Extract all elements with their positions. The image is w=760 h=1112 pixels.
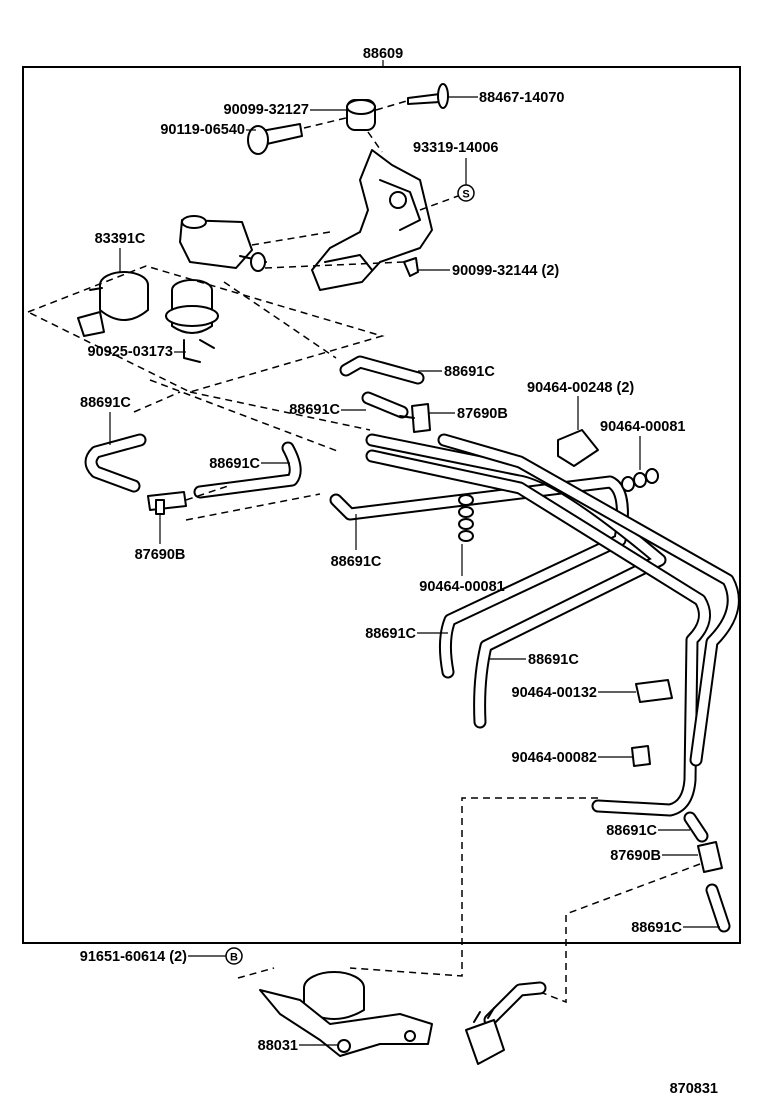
callout-90925-03173: 90925-03173 (88, 344, 173, 360)
callout-88691C-g: 88691C (528, 652, 579, 668)
diagram-number: 870831 (670, 1081, 718, 1097)
callout-90464-00248: 90464-00248 (2) (527, 380, 634, 396)
callout-87690B-a: 87690B (457, 406, 508, 422)
callout-90464-00081-b: 90464-00081 (419, 579, 504, 595)
sensor-part[interactable] (77, 271, 149, 337)
vsv-part[interactable] (179, 215, 267, 272)
callout-93319-14006: 93319-14006 (413, 140, 498, 156)
callout-88691C-d: 88691C (209, 456, 260, 472)
clip-bracket-part[interactable] (557, 429, 599, 467)
assembly-number: 88609 (363, 46, 403, 62)
bracket-part[interactable] (311, 149, 433, 291)
callout-91651-60614: 91651-60614 (2) (80, 949, 187, 965)
callout-90099-32144: 90099-32144 (2) (452, 263, 559, 279)
hose-clip-stack-part[interactable] (458, 494, 474, 542)
egr-valve-part[interactable] (259, 971, 433, 1057)
joint-left-part[interactable] (147, 491, 187, 515)
clamp-part[interactable] (635, 679, 673, 703)
callout-88691C-a: 88691C (444, 364, 495, 380)
hose-clip-part[interactable] (621, 468, 659, 492)
callout-90464-00081-a: 90464-00081 (600, 419, 685, 435)
joint-center-part[interactable] (399, 403, 431, 433)
callout-88691C-i: 88691C (631, 920, 682, 936)
callout-87690B-b: 87690B (135, 547, 186, 563)
callout-90119-06540: 90119-06540 (160, 122, 245, 138)
callout-88691C-f: 88691C (365, 626, 416, 642)
symbol-b: B (230, 952, 238, 964)
assembly-frame (22, 66, 741, 944)
callout-88467-14070: 88467-14070 (479, 90, 564, 106)
callout-90464-00082: 90464-00082 (512, 750, 597, 766)
callout-88691C-e: 88691C (331, 554, 382, 570)
bolt-part[interactable] (247, 123, 303, 155)
vtv-part[interactable] (165, 279, 219, 363)
clip-part[interactable] (403, 257, 419, 277)
callout-88031: 88031 (258, 1038, 298, 1054)
symbol-s: S (462, 189, 469, 201)
grommet-part[interactable] (346, 99, 376, 131)
pin-part[interactable] (407, 83, 449, 109)
callout-83391C: 83391C (95, 231, 146, 247)
callout-88691C-b: 88691C (80, 395, 131, 411)
callout-88691C-c: 88691C (289, 402, 340, 418)
joint-lower-part[interactable] (697, 841, 723, 873)
callout-90099-32127: 90099-32127 (224, 102, 309, 118)
callout-90464-00132: 90464-00132 (512, 685, 597, 701)
callout-88691C-h: 88691C (606, 823, 657, 839)
callout-87690B-c: 87690B (610, 848, 661, 864)
small-clip-part[interactable] (631, 745, 651, 767)
lower-vsv-part[interactable] (465, 981, 547, 1065)
